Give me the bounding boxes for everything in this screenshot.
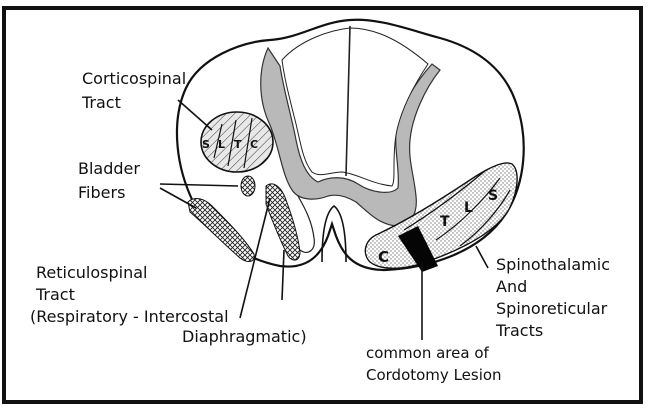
bladder-label-line1: Bladder xyxy=(78,159,140,178)
spinothalamic-label: Spinothalamic And Spinoreticular Tracts xyxy=(495,255,610,340)
bladder-fibers-region xyxy=(241,176,255,196)
spinothalamic-label-line3: Spinoreticular xyxy=(496,299,608,318)
spinothalamic-label-line2: And xyxy=(496,277,527,296)
corticospinal-label: Corticospinal Tract xyxy=(81,69,186,112)
reticulospinal-label: Reticulospinal Tract (Respiratory - Inte… xyxy=(30,263,307,346)
reticulospinal-label-line1: Reticulospinal xyxy=(36,263,147,282)
cordotomy-label-line2: Cordotomy Lesion xyxy=(366,366,502,384)
cs-seg-s: S xyxy=(202,138,210,151)
cordotomy-label-line1: common area of xyxy=(366,344,489,362)
st-seg-t: T xyxy=(440,214,450,230)
reticulospinal-label-line3: (Respiratory - Intercostal xyxy=(30,307,229,326)
st-seg-l: L xyxy=(464,200,473,216)
bladder-label: Bladder Fibers xyxy=(78,159,140,202)
cs-seg-l: L xyxy=(218,138,225,151)
st-seg-c: C xyxy=(378,248,389,266)
cs-seg-c: C xyxy=(250,138,258,151)
st-seg-s: S xyxy=(488,188,498,204)
bladder-label-line2: Fibers xyxy=(78,183,125,202)
cordotomy-label: common area of Cordotomy Lesion xyxy=(366,344,502,384)
reticulospinal-label-line4: Diaphragmatic) xyxy=(182,327,307,346)
corticospinal-label-line1: Corticospinal xyxy=(82,69,186,88)
spinothalamic-label-line1: Spinothalamic xyxy=(496,255,610,274)
corticospinal-label-line2: Tract xyxy=(81,93,121,112)
cs-seg-t: T xyxy=(234,138,242,151)
reticulospinal-label-line2: Tract xyxy=(35,285,75,304)
spinothalamic-label-line4: Tracts xyxy=(495,321,543,340)
